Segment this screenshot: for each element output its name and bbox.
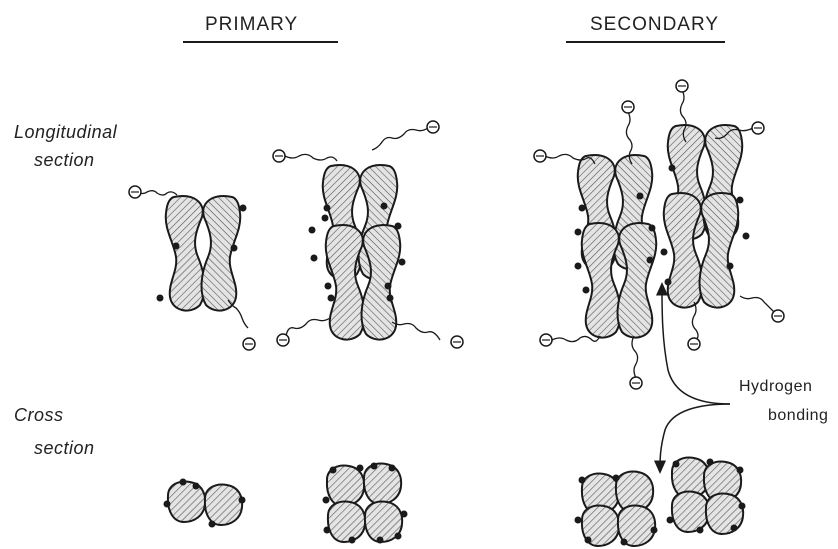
annotation-hydrogen: Hydrogen <box>739 378 812 396</box>
secondary-aggregate-cross <box>575 458 746 546</box>
row-label-longitudinal: Longitudinal <box>14 122 117 143</box>
row-label-cross: Cross <box>14 405 64 426</box>
primary-dimer-longitudinal <box>129 186 255 350</box>
heading-primary: PRIMARY <box>205 14 298 36</box>
secondary-aggregate-longitudinal <box>534 80 784 389</box>
heading-secondary: SECONDARY <box>590 14 719 36</box>
primary-tetramer-cross <box>323 463 408 544</box>
row-label-cross-section: section <box>34 438 95 459</box>
primary-dimer-cross <box>164 479 246 528</box>
row-label-longitudinal-section: section <box>34 150 95 171</box>
annotation-bonding: bonding <box>768 407 828 425</box>
primary-tetramer-longitudinal <box>273 121 463 348</box>
